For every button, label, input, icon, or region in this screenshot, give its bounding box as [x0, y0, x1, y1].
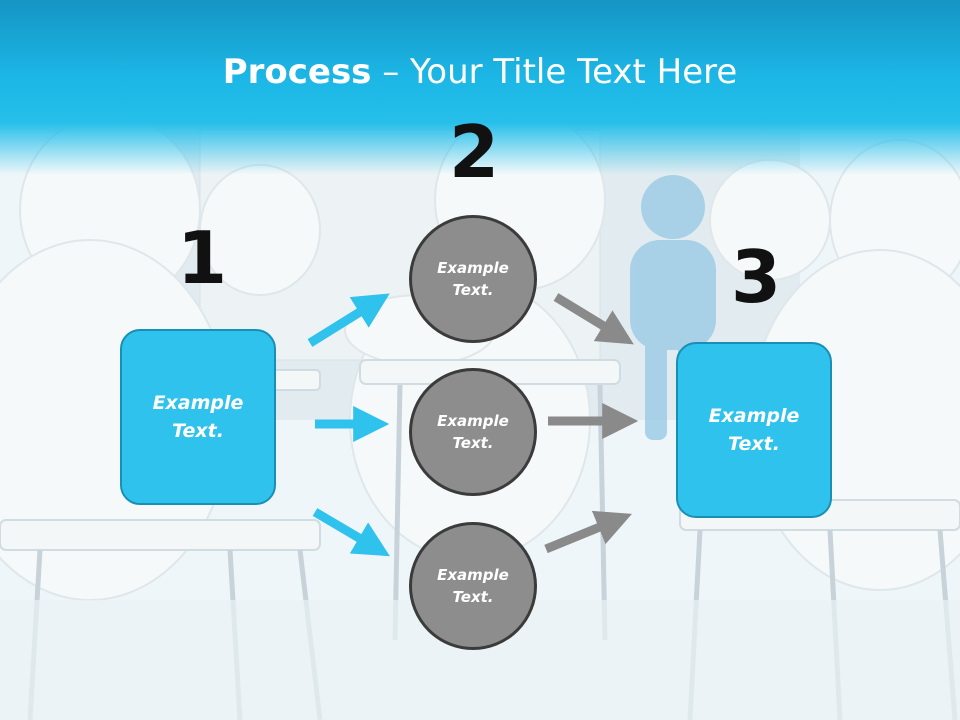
- step-2-circle-middle: Example Text.: [409, 368, 537, 496]
- step-1-text: Example Text.: [152, 391, 244, 443]
- title-bold: Process: [222, 52, 372, 92]
- step-2-text-bottom: Example Text.: [437, 565, 509, 607]
- step-2-circle-bottom: Example Text.: [409, 522, 537, 650]
- step-2-text-middle: Example Text.: [437, 411, 509, 453]
- slide-title: Process – Your Title Text Here: [0, 52, 960, 92]
- step-2-text-top: Example Text.: [437, 258, 509, 300]
- step-number-1: 1: [177, 216, 228, 300]
- step-3-box: Example Text.: [676, 342, 832, 518]
- header-band: [0, 0, 960, 175]
- step-3-text: Example Text.: [708, 404, 800, 456]
- step-number-3: 3: [731, 235, 782, 319]
- step-number-2: 2: [449, 110, 500, 194]
- step-2-circle-top: Example Text.: [409, 215, 537, 343]
- step-1-box: Example Text.: [120, 329, 276, 505]
- title-rest: – Your Title Text Here: [371, 52, 738, 92]
